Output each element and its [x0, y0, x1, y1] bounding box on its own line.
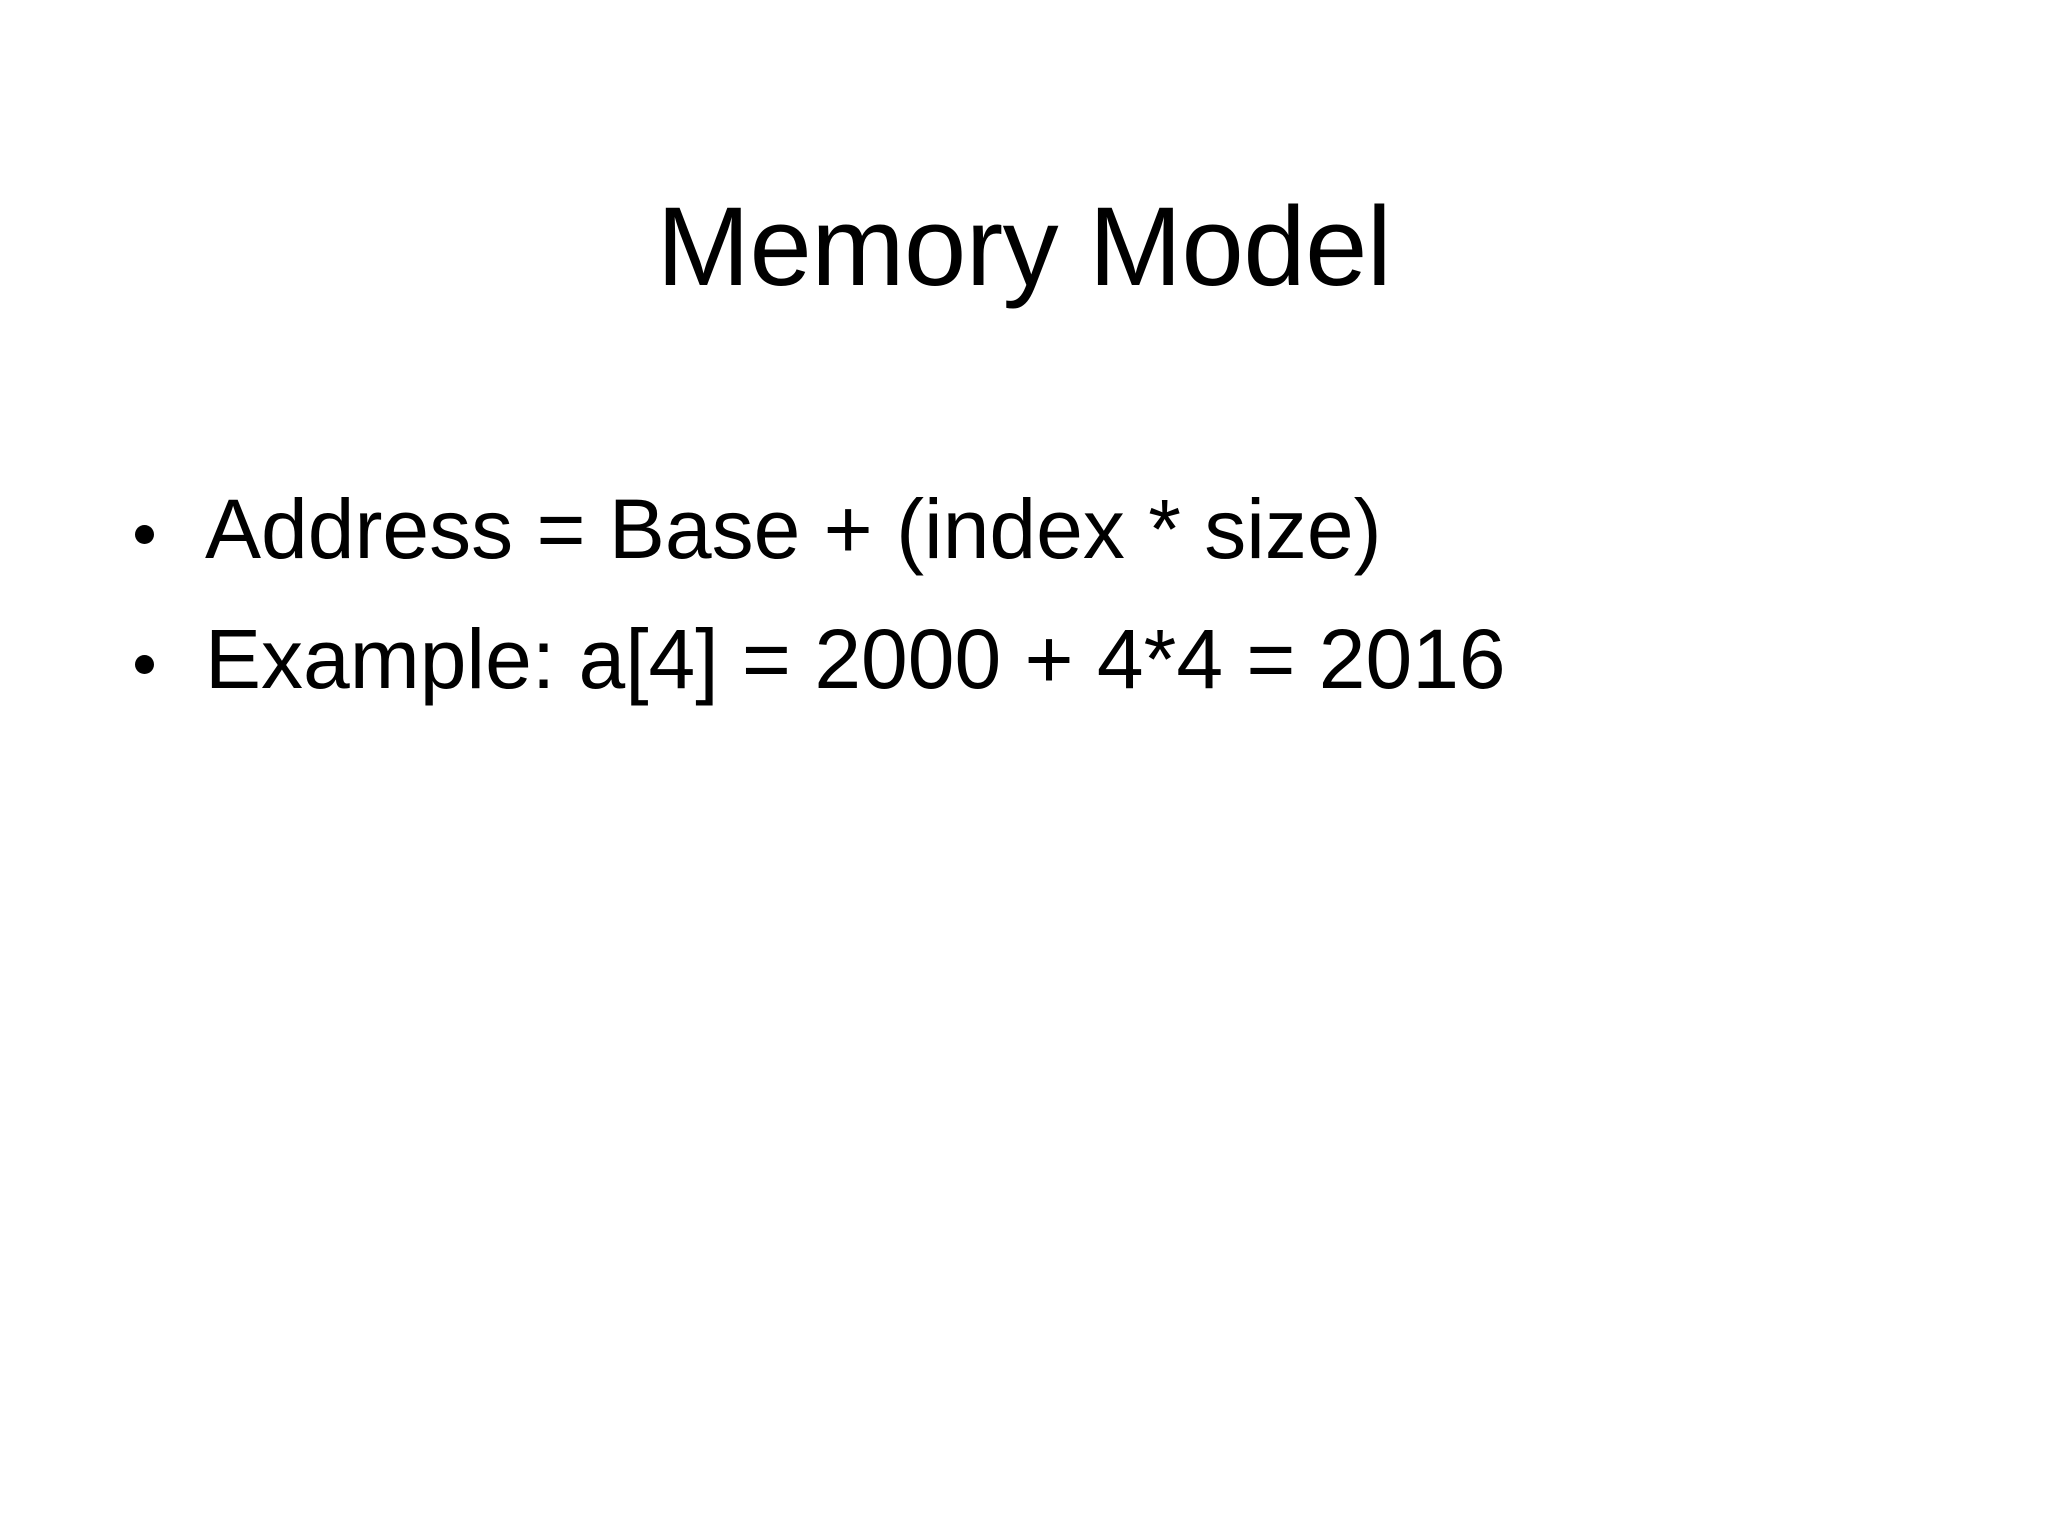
- page-title: Memory Model: [656, 184, 1392, 310]
- round-bullet-icon: [135, 525, 154, 544]
- round-bullet-icon: [135, 655, 154, 674]
- list-item-label: Example: a[4] = 2000 + 4*4 = 2016: [205, 612, 1506, 706]
- bullet-list: Address = Base + (index * size) Example:…: [120, 487, 1928, 701]
- slide-title-container: Memory Model: [0, 108, 2048, 387]
- list-item: Address = Base + (index * size): [120, 487, 1928, 571]
- slide-body-container: Address = Base + (index * size) Example:…: [120, 487, 1928, 701]
- list-item-label: Address = Base + (index * size): [205, 482, 1382, 576]
- list-item: Example: a[4] = 2000 + 4*4 = 2016: [120, 617, 1928, 701]
